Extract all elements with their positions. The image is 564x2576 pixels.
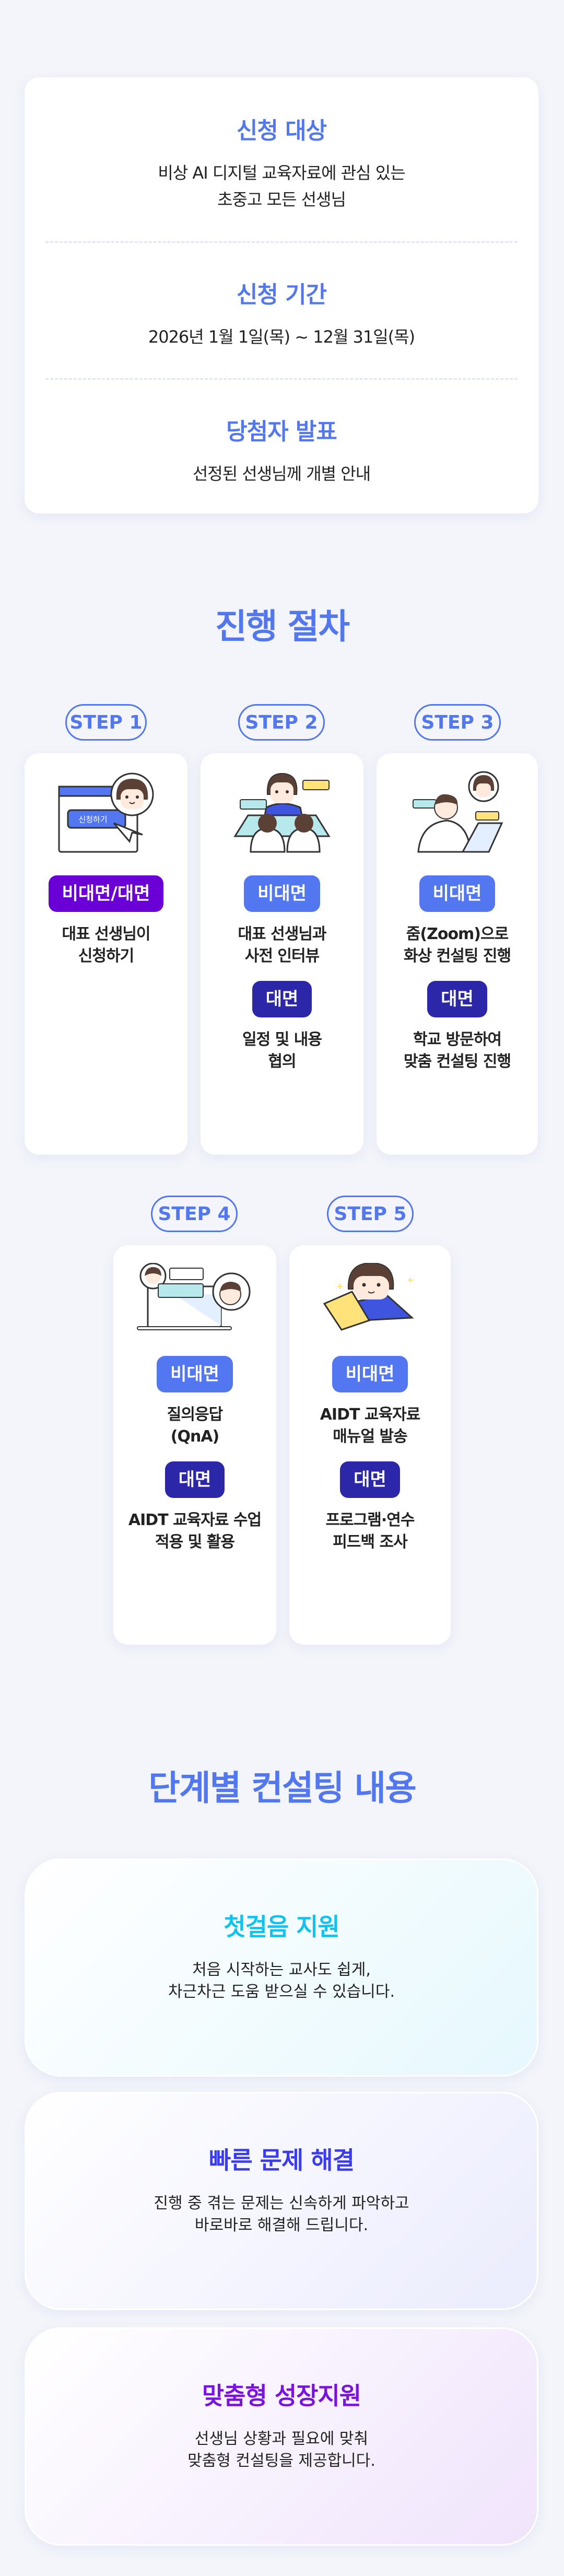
info-period-section: 신청 기간 2026년 1월 1일(목) ~ 12월 31일(목) bbox=[25, 276, 538, 350]
info-title: 당첨자 발표 bbox=[226, 418, 337, 445]
manual-delivery-illustration: ++ bbox=[323, 1263, 414, 1331]
divider bbox=[45, 241, 518, 243]
info-title: 신청 기간 bbox=[236, 282, 327, 308]
consulting-title: 단계별 컨설팅 내용 bbox=[148, 1768, 417, 1808]
info-text: 2026년 1월 1일(목) ~ 12월 31일(목) bbox=[148, 327, 415, 347]
step-5-label: STEP 5 bbox=[327, 1196, 414, 1232]
offline-badge: 대면 bbox=[427, 981, 487, 1017]
mixed-badge: 비대면/대면 bbox=[48, 875, 164, 912]
consulting-card-first-step: 첫걸음 지원 처음 시작하는 교사도 쉽게,차근차근 도움 받으실 수 있습니다… bbox=[25, 1858, 538, 2077]
qna-illustration bbox=[137, 1263, 251, 1330]
video-consulting-illustration bbox=[412, 771, 503, 853]
online-badge: 비대면 bbox=[419, 875, 496, 912]
info-text: 선정된 선생님께 개별 안내 bbox=[192, 464, 371, 484]
step-4-label: STEP 4 bbox=[151, 1196, 238, 1232]
interview-illustration bbox=[233, 772, 331, 853]
apply-window-illustration: 신청하기 bbox=[58, 772, 154, 853]
step-2-label: STEP 2 bbox=[238, 704, 325, 741]
offline-badge: 대면 bbox=[340, 1461, 400, 1498]
step-4-online: 비대면 질의응답(QnA) bbox=[113, 1331, 276, 1448]
step-3-label: STEP 3 bbox=[414, 704, 501, 741]
consulting-card-title: 첫걸음 지원 bbox=[224, 1913, 340, 1941]
online-badge: 비대면 bbox=[332, 1356, 408, 1392]
offline-badge: 대면 bbox=[252, 981, 312, 1017]
consulting-card-title: 빠른 문제 해결 bbox=[209, 2146, 355, 2174]
offline-badge: 대면 bbox=[164, 1461, 225, 1498]
online-badge: 비대면 bbox=[157, 1356, 233, 1392]
online-badge: 비대면 bbox=[244, 875, 320, 912]
apply-button-graphic: 신청하기 bbox=[78, 815, 107, 824]
svg-text:+: + bbox=[407, 1275, 414, 1285]
svg-text:+: + bbox=[336, 1281, 343, 1291]
consulting-card-text: 처음 시작하는 교사도 쉽게,차근차근 도움 받으실 수 있습니다. bbox=[168, 1961, 395, 2001]
step-1-label: STEP 1 bbox=[65, 704, 147, 741]
step-desc: 질의응답(QnA) bbox=[167, 1406, 223, 1446]
process-title: 진행 절차 bbox=[215, 606, 350, 647]
info-announce-section: 당첨자 발표 선정된 선생님께 개별 안내 bbox=[25, 413, 538, 487]
divider bbox=[45, 378, 518, 380]
info-title: 신청 대상 bbox=[236, 118, 327, 144]
consulting-card-title: 맞춤형 성장지원 bbox=[202, 2382, 361, 2410]
